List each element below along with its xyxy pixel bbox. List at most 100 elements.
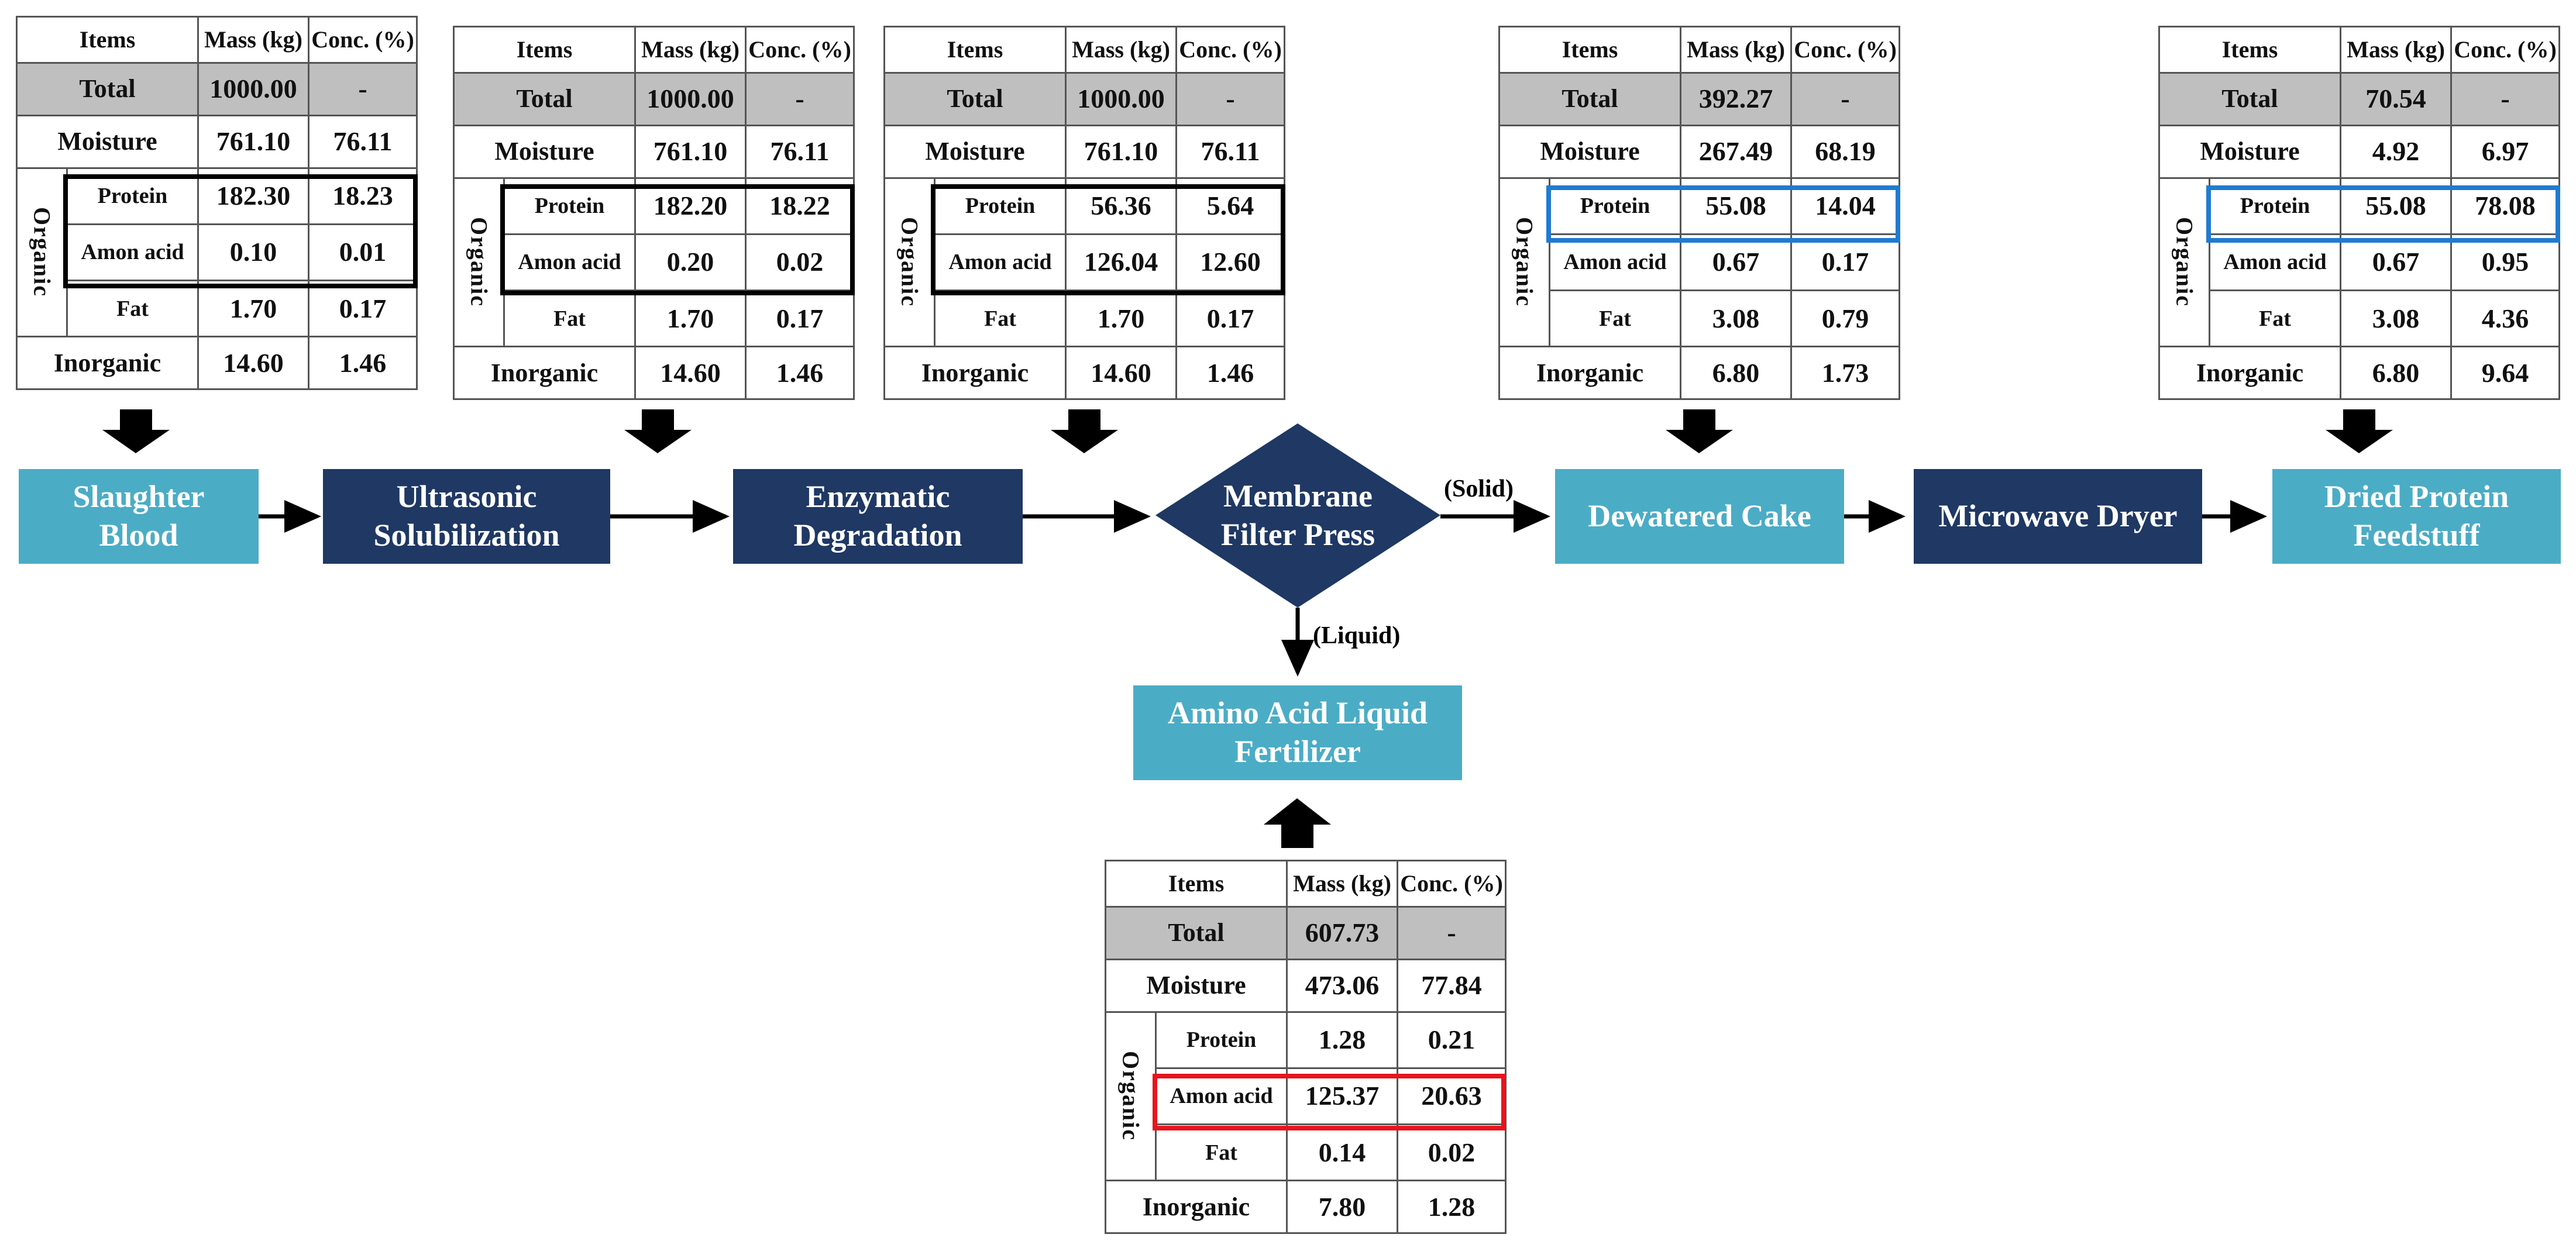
row-amon-acid: Amon acid 0.67 0.95 — [2159, 233, 2560, 291]
mass-value: 3.08 — [1680, 289, 1792, 348]
header-conc: Conc. (%) — [308, 16, 418, 64]
header-mass: Mass (kg) — [1065, 26, 1177, 74]
mass-value: 126.04 — [1065, 233, 1177, 291]
conc-value: 1.28 — [1397, 1180, 1507, 1234]
row-label: Inorganic — [453, 346, 636, 400]
row-amon-acid: Amon acid 0.20 0.02 — [454, 233, 855, 291]
row-label: Inorganic — [16, 336, 199, 390]
mass-value: 761.10 — [197, 114, 309, 169]
row-label: Inorganic — [1498, 346, 1681, 400]
conc-value: 0.01 — [308, 223, 418, 281]
row-label: Fat — [1549, 289, 1681, 348]
down-arrow-icon — [2326, 409, 2393, 453]
row-amon-acid: Amon acid 0.67 0.17 — [1499, 233, 1900, 291]
row-label: Amon acid — [934, 233, 1067, 291]
row-label: Inorganic — [2158, 346, 2341, 400]
microwave-dryer-box: Microwave Dryer — [1914, 469, 2202, 564]
row-label: Total — [16, 61, 199, 116]
row-total: Total 70.54 - — [2158, 71, 2560, 126]
conc-value: 76.11 — [308, 114, 418, 169]
mass-value: 1000.00 — [1065, 71, 1177, 126]
row-label: Total — [2158, 71, 2341, 126]
box-line: Feedstuff — [2353, 518, 2480, 553]
mass-value: 473.06 — [1286, 958, 1398, 1013]
row-fat: Fat 3.08 4.36 — [2159, 289, 2560, 348]
row-label: Moisture — [883, 124, 1067, 179]
mass-value: 392.27 — [1680, 71, 1792, 126]
mass-value: 1000.00 — [197, 61, 309, 116]
row-inorganic: Inorganic 14.60 1.46 — [453, 346, 855, 400]
header-conc: Conc. (%) — [2450, 26, 2560, 74]
row-total: Total 1000.00 - — [883, 71, 1285, 126]
row-fat: Fat 1.70 0.17 — [17, 279, 418, 338]
header-items: Items — [1498, 26, 1681, 74]
down-arrow-icon — [102, 409, 170, 453]
box-line: Enzymatic — [806, 479, 950, 515]
row-label: Moisture — [453, 124, 636, 179]
mass-value: 761.10 — [1065, 124, 1177, 179]
mass-value: 1.70 — [197, 279, 309, 338]
conc-value: 0.02 — [1397, 1123, 1507, 1182]
down-arrow-icon — [624, 409, 692, 453]
organic-group-label: Organic — [453, 177, 505, 348]
box-line: Solubilization — [373, 518, 560, 553]
row-moisture: Moisture 761.10 76.11 — [883, 124, 1285, 179]
organic-group-label: Organic — [1105, 1011, 1157, 1182]
row-total: Total 1000.00 - — [16, 61, 418, 116]
row-label: Amon acid — [66, 223, 199, 281]
box-line: Microwave Dryer — [1938, 498, 2178, 534]
conc-value: - — [308, 61, 418, 116]
mass-value: 70.54 — [2340, 71, 2452, 126]
header-mass: Mass (kg) — [1286, 860, 1398, 908]
row-total: Total 1000.00 - — [453, 71, 855, 126]
box-line: Slaughter — [73, 479, 205, 515]
solid-flow-label: (Solid) — [1444, 475, 1514, 502]
header-items: Items — [883, 26, 1067, 74]
row-total: Total 392.27 - — [1498, 71, 1900, 126]
box-line: Dried Protein — [2324, 479, 2509, 515]
conc-value: 9.64 — [2450, 346, 2560, 400]
row-label: Moisture — [1105, 958, 1288, 1013]
conc-value: 1.73 — [1790, 346, 1900, 400]
row-label: Total — [453, 71, 636, 126]
header-mass: Mass (kg) — [1680, 26, 1792, 74]
membrane-filter-press-label: Membrane Filter Press — [1155, 423, 1440, 608]
conc-value: 4.36 — [2450, 289, 2560, 348]
organic-group-label: Organic — [2158, 177, 2210, 348]
header-conc: Conc. (%) — [1397, 860, 1507, 908]
conc-value: 76.11 — [745, 124, 855, 179]
conc-value: 0.17 — [1790, 233, 1900, 291]
up-arrow-icon — [1264, 798, 1331, 848]
down-arrow-icon — [1051, 409, 1118, 453]
mass-value: 0.10 — [197, 223, 309, 281]
box-line: Amino Acid Liquid — [1167, 695, 1428, 731]
conc-value: 0.95 — [2450, 233, 2560, 291]
conc-value: 77.84 — [1397, 958, 1507, 1013]
mass-value: 4.92 — [2340, 124, 2452, 179]
box-line: Filter Press — [1220, 516, 1375, 552]
row-label: Inorganic — [1105, 1180, 1288, 1234]
row-moisture: Moisture 761.10 76.11 — [453, 124, 855, 179]
row-inorganic: Inorganic 6.80 1.73 — [1498, 346, 1900, 400]
header-conc: Conc. (%) — [1175, 26, 1285, 74]
mass-value: 0.67 — [2340, 233, 2452, 291]
conc-value: - — [745, 71, 855, 126]
mass-value: 14.60 — [634, 346, 747, 400]
row-total: Total 607.73 - — [1105, 905, 1507, 960]
box-line: Blood — [99, 518, 178, 553]
header-mass: Mass (kg) — [197, 16, 309, 64]
row-protein: Organic Protein 1.28 0.21 — [1105, 1011, 1507, 1182]
row-label: Inorganic — [883, 346, 1067, 400]
conc-value: 0.79 — [1790, 289, 1900, 348]
box-line: Membrane — [1223, 478, 1373, 513]
conc-value: 1.46 — [1175, 346, 1285, 400]
mass-value: 7.80 — [1286, 1180, 1398, 1234]
row-fat: Fat 3.08 0.79 — [1499, 289, 1900, 348]
conc-value: 1.46 — [308, 336, 418, 390]
mass-value: 14.60 — [197, 336, 309, 390]
